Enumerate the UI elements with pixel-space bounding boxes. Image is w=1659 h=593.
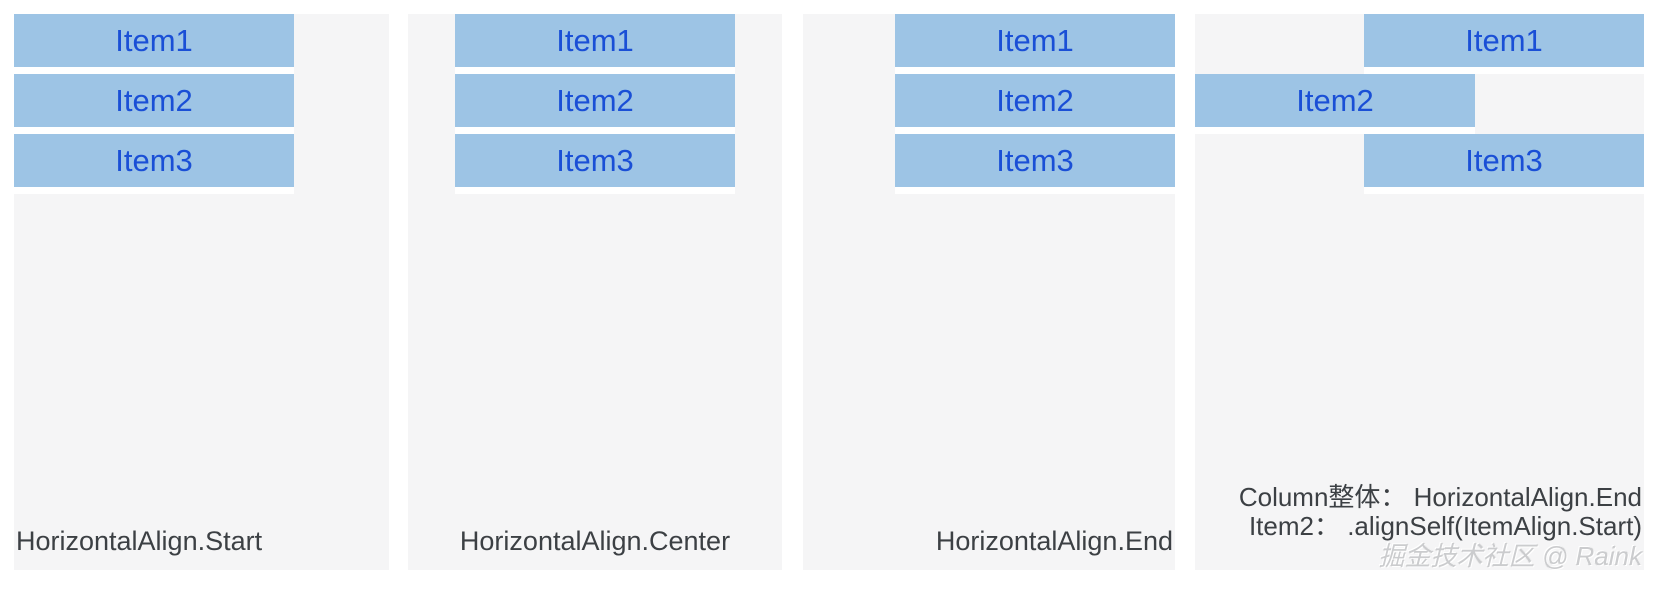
item-bar: Item3	[455, 134, 735, 194]
item-bar: Item1	[1364, 14, 1644, 74]
caption-line-column-align: Column整体： HorizontalAlign.End	[1238, 482, 1642, 512]
panel-horizontal-align-end: Item1 Item2 Item3 HorizontalAlign.End	[803, 14, 1175, 570]
panel-label: HorizontalAlign.Center	[459, 526, 731, 556]
column-align-start: Item1 Item2 Item3	[14, 14, 389, 194]
column-align-end: Item1 Item2 Item3	[803, 14, 1175, 194]
item-bar-self-start: Item2	[1195, 74, 1475, 134]
item-bar: Item3	[1364, 134, 1644, 194]
item-bar: Item2	[455, 74, 735, 134]
panel-align-end-item2-self-start: Item1 Item2 Item3 Column整体： HorizontalAl…	[1195, 14, 1644, 571]
item-bar: Item1	[455, 14, 735, 74]
item-bar: Item2	[895, 74, 1175, 134]
item-bar: Item2	[14, 74, 294, 134]
watermark: 掘金技术社区 @ Raink	[1378, 541, 1642, 571]
panel-horizontal-align-center: Item1 Item2 Item3 HorizontalAlign.Center	[408, 14, 782, 570]
panel-label: HorizontalAlign.Start	[16, 526, 263, 556]
caption-line-item2-align: Item2： .alignSelf(ItemAlign.Start)	[1248, 511, 1642, 541]
item-bar: Item1	[14, 14, 294, 74]
column-align-end-mixed: Item1 Item2 Item3	[1195, 14, 1644, 194]
item-bar: Item3	[14, 134, 294, 194]
item-bar: Item1	[895, 14, 1175, 74]
item-bar: Item3	[895, 134, 1175, 194]
panel-horizontal-align-start: Item1 Item2 Item3 HorizontalAlign.Start	[14, 14, 389, 570]
column-align-center: Item1 Item2 Item3	[408, 14, 782, 194]
panel-caption: Column整体： HorizontalAlign.End Item2： .al…	[1239, 483, 1642, 541]
panel-label: HorizontalAlign.End	[935, 526, 1173, 556]
